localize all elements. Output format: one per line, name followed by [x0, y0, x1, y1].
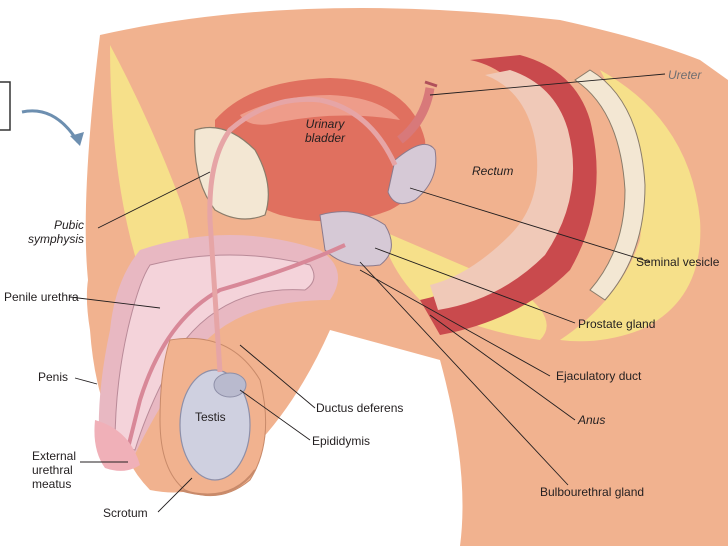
pointer-arrow: [21, 109, 80, 143]
label-penis: Penis: [38, 370, 69, 384]
leader-ductus-deferens: [239, 344, 316, 409]
label-scrotum: Scrotum: [103, 506, 148, 520]
prostate: [319, 211, 392, 267]
label-ductus-deferens: Ductus deferens: [316, 401, 404, 415]
rectum-lumen: [430, 70, 574, 310]
label-testis: Testis: [195, 410, 226, 424]
epididymis-shape: [213, 372, 247, 398]
label-ejaculatory-duct: Ejaculatory duct: [556, 369, 642, 383]
ductus-deferens-tube-2: [319, 97, 398, 167]
pointer-arrowhead: [70, 132, 84, 146]
label-prostate-gland: Prostate gland: [578, 317, 656, 331]
pubic-bone: [194, 126, 269, 220]
label-epididymis: Epididymis: [312, 434, 371, 448]
leader-scrotum: [157, 477, 193, 513]
sacrum: [574, 69, 646, 301]
leader-prostate-gland: [374, 247, 576, 324]
inset-box: [0, 81, 11, 131]
leader-ejaculatory-duct: [359, 269, 551, 377]
urethra: [123, 243, 346, 461]
ureter-tube: [397, 87, 435, 144]
label-ureter: Ureter: [668, 68, 702, 82]
fat-layer-right: [560, 70, 701, 342]
label-rectum: Rectum: [472, 164, 514, 178]
leader-epididymis: [239, 389, 311, 441]
label-seminal-vesicle: Seminal vesicle: [636, 255, 720, 269]
label-anus: Anus: [578, 413, 606, 427]
label-external-urethral-meatus: External urethral meatus: [32, 449, 77, 491]
leader-pubic-symphysis: [97, 171, 211, 229]
leader-seminal-vesicle: [409, 187, 651, 263]
label-bulbourethral-gland: Bulbourethral gland: [540, 485, 645, 499]
leader-ureter: [429, 73, 666, 96]
leader-anus: [429, 314, 576, 421]
fat-layer: [110, 45, 190, 300]
leader-bulbourethral-gland: [359, 261, 569, 486]
leader-lines: [69, 73, 666, 513]
seminal-vesicle-shape: [387, 143, 437, 205]
ductus-deferens-tube: [207, 96, 321, 373]
testis-shape: [179, 369, 251, 481]
label-urinary-bladder: Urinary bladder: [305, 117, 346, 145]
scrotum-outline: [179, 469, 256, 496]
label-pubic-symphysis: Pubic symphysis: [28, 218, 85, 246]
ureter-tip: [424, 80, 438, 88]
glans: [94, 420, 140, 471]
leader-penile-urethra: [69, 296, 161, 309]
leader-penis: [74, 377, 98, 385]
label-penile-urethra: Penile urethra: [4, 290, 79, 304]
